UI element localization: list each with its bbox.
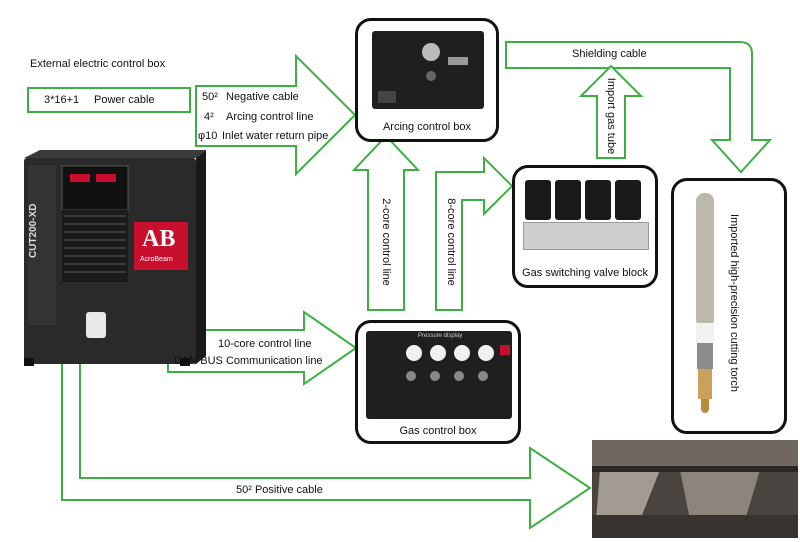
gas-control-box-frame: Pressure display Gas control box: [355, 320, 521, 444]
neg-cable-label: Negative cable: [226, 91, 299, 103]
arcing-control-box-label: Arcing control box: [382, 121, 472, 133]
brand-logo-subtitle: AcroBeam: [140, 256, 173, 263]
gas-control-box-image: Pressure display: [366, 331, 512, 419]
cabinet-model-label: CUT200-XD: [28, 203, 39, 258]
positive-cable-label: 50² Positive cable: [236, 484, 323, 496]
valve-block-frame: Gas switching valve block: [512, 165, 658, 288]
arcing-control-box-image: [372, 31, 484, 109]
shielding-cable-arrow: [505, 41, 773, 174]
positive-cable-arrow: [61, 354, 592, 530]
arcing-control-box-frame: Arcing control box: [355, 18, 499, 142]
power-cable-label: Power cable: [94, 94, 155, 106]
can-bus-label: CAN BUS Communication line: [174, 355, 323, 367]
import-gas-tube-arrow: [578, 64, 644, 159]
two-core-label: 2-core control line: [380, 198, 392, 286]
ten-core-label: 10-core control line: [218, 338, 312, 350]
arc-line-size: 4²: [204, 111, 214, 123]
eight-core-arrow: [435, 155, 514, 311]
external-box-label: External electric control box: [30, 58, 166, 70]
import-gas-tube-label: Import gas tube: [605, 77, 617, 155]
arc-line-label: Arcing control line: [226, 111, 314, 123]
brand-logo: AB: [142, 226, 176, 252]
power-cable-size-label: 3*16+1: [44, 94, 80, 106]
pipe-size: φ10: [198, 130, 218, 142]
pipe-label: Inlet water return pipe: [222, 130, 329, 142]
gas-control-box-label: Gas control box: [399, 425, 477, 437]
valve-block-label: Gas switching valve block: [522, 267, 648, 279]
torch-frame: Imported high-precision cutting torch: [671, 178, 787, 434]
power-cable-arrow: [27, 87, 191, 113]
valve-block-image: [523, 176, 649, 256]
workpiece-image: [592, 440, 798, 538]
power-source-image: [24, 150, 206, 366]
torch-label: Imported high-precision cutting torch: [728, 214, 740, 392]
eight-core-label: 8-core control line: [445, 198, 457, 286]
arcing-input-arrow: [195, 53, 357, 177]
torch-image: [694, 193, 716, 419]
neg-cable-size: 50²: [202, 91, 218, 103]
two-core-arrow: [351, 134, 421, 311]
shielding-cable-label: Shielding cable: [572, 48, 647, 60]
gauge-panel-title: Pressure display: [418, 333, 463, 339]
